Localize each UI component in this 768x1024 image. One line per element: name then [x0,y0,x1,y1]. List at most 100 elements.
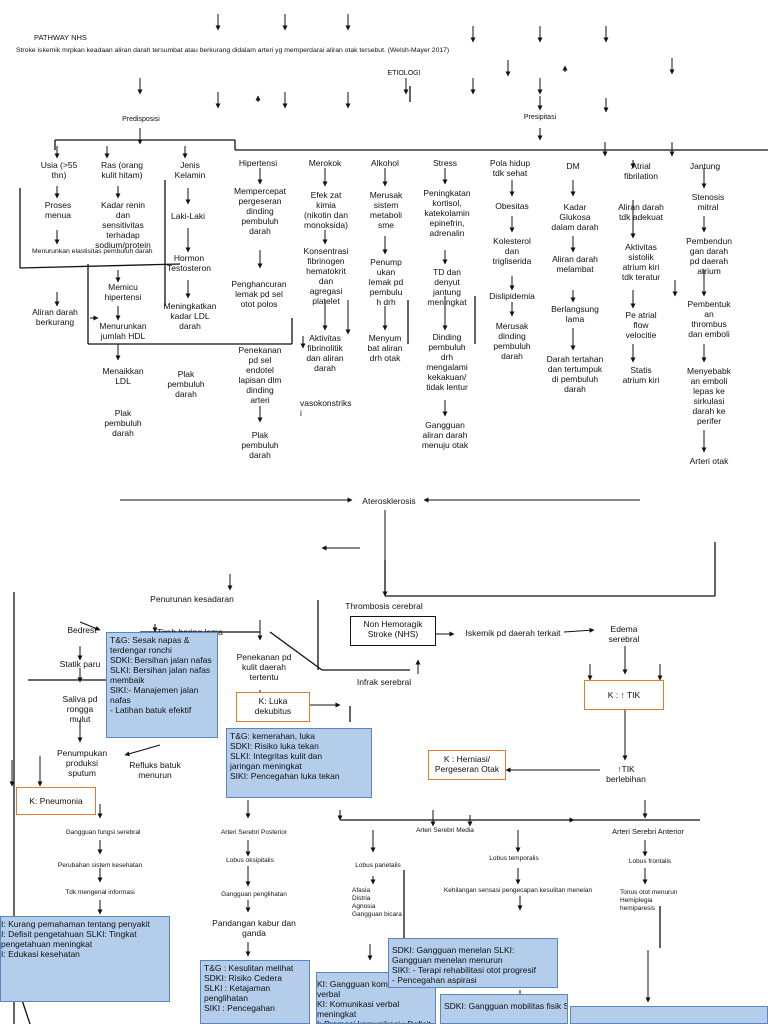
predisposisi-label: Predisposisi [122,116,160,123]
k-tik-box: K : ↑ TIK [584,680,664,710]
obesitas-node: Obesitas [495,201,529,211]
lobus-temporalis-node: Lobus temporalis [489,855,539,862]
mobilitas-fisik-box: SDKI: Gangguan mobilitas fisik SLKI: Mob… [440,994,568,1024]
menaikkan-ldl-node: Menaikkan LDL [102,366,144,386]
td-denyut-node: TD dan denyut jantung meningkat [427,267,467,307]
menurunkan-hdl-node: Menurunkan jumlah HDL [99,321,147,341]
aktivitas-fibrinolitik-node: Aktivitas fibrinolitik dan aliran darah [306,333,344,373]
penekanan-kulit-node: Penekanan pd kulit daerah tertentu [236,652,292,682]
pembendungan-node: Pembendun gan darah pd daerah atrium [686,236,732,276]
etiologi-label: ETIOLOGI [387,70,421,77]
memicu-hipertensi-node: Memicu hipertensi [104,282,142,302]
berlangsung-lama-node: Berlangsung lama [551,304,599,324]
definition-text: Stroke iskemik mrpkan keadaan aliran dar… [16,47,450,54]
hormon-testosteron-node: Hormon Testosteron [167,253,211,273]
arteri-anterior-node: Arteri Serebri Anterior [611,827,685,836]
gangguan-menelan-box: SDKI: Gangguan menelan SLKI: Gangguan me… [388,938,558,988]
merusak-dinding-node: Merusak dinding pembuluh darah [493,321,531,361]
pathway-title: PATHWAY NHS [34,33,87,42]
pembentukan-thrombus-node: Pembentuk an thrombus dan emboli [687,299,731,339]
lobus-oksipitalis-node: Lobus oksipitalis [226,857,274,864]
plak-hipertensi-node: Plak pembuluh darah [241,430,279,460]
merusak-metabolisme-node: Merusak sistem metaboli sme [369,190,403,230]
aktivitas-sistolik-node: Aktivitas sistolik atrium kiri tdk terat… [621,242,661,282]
dislipidemia-node: Dislipidemia [489,291,535,301]
proses-menua-node: Proses menua [44,200,72,220]
laki-laki-node: Laki-Laki [170,211,206,221]
aterosklerosis-node: Aterosklerosis [362,496,416,506]
kehilangan-sensasi-node: Kehilangan sensasi pengecapan kesulitan … [443,887,593,894]
non-hemoragik-box: Non Hemoragik Stroke (NHS) [350,616,436,646]
jenis-kelamin-node: Jenis Kelamin [174,160,206,180]
refluks-batuk-node: Refluks batuk menurun [129,760,181,780]
atrial-fibrilation-node: Atrial fibrilation [623,161,659,181]
aliran-tdk-adekuat-node: Aliran darah tdk adekuat [618,202,664,222]
lobus-parietalis-node: Lobus parietalis [355,862,401,869]
plak-ras-node: Plak pembuluh darah [104,408,142,438]
vasokonstriksi-node: vasokonstriks i [300,398,352,418]
luka-tekan-box: T&G: kemerahan, luka SDKI: Risiko luka t… [226,728,372,798]
lobus-frontalis-node: Lobus frontalis [628,858,672,865]
k-herniasi-box: K : Herniasi/ Pergeseran Otak [428,750,506,780]
k-luka-dekubitus-box: K: Luka dekubitus [236,692,310,722]
statis-atrium-node: Statis atrium kiri [622,365,660,385]
menyumbat-node: Menyum bat aliran drh otak [367,333,403,363]
penurunan-kesadaran-node: Penurunan kesadaran [150,594,234,604]
efek-zat-node: Efek zat kimia (nikotin dan monoksida) [304,190,348,230]
edema-node: Edema serebral [608,624,640,644]
penumpukan-sputum-node: Penumpukan produksi sputum [56,748,108,778]
infark-node: Infrak serebral [356,677,412,687]
plak-jk-node: Plak pembuluh darah [167,369,205,399]
bersihan-jalan-nafas-box: T&G: Sesak napas & terdengar ronchi SDKI… [106,632,218,738]
konsentrasi-node: Konsentrasi fibrinogen hematokrit dan ag… [303,246,349,306]
perubahan-sistem-node: Perubahan sistem kesehatan [57,862,143,869]
merokok-node: Merokok [308,158,342,168]
jantung-node: Jantung [689,161,721,171]
pola-hidup-node: Pola hidup tdk sehat [489,158,531,178]
penghancuran-node: Penghancuran lemak pd sel otot polos [231,279,287,309]
tik-berlebihan-node: ↑TIK berlebihan [606,764,646,784]
saliva-node: Saliva pd rongga mulut [62,694,98,724]
arteri-posterior-node: Arteri Serebri Posterior [220,829,288,836]
menurunkan-elastisitas-node: Menurunkan elastisitas pembuluh darah [32,248,153,255]
stenosis-mitral-node: Stenosis mitral [691,192,725,212]
afasia-node: Afasia Distria Agnosia Gangguan bicara [352,887,402,918]
kadar-renin-node: Kadar renin dan sensitivitas terhadap so… [95,200,151,250]
arteri-otak-node: Arteri otak [689,456,729,466]
meningkatkan-ldl-node: Meningkatkan kadar LDL darah [163,301,217,331]
aliran-melambat-node: Aliran darah melambat [552,254,598,274]
statik-paru-node: Statik paru [59,659,101,669]
thrombosis-node: Thrombosis cerebral [345,601,423,611]
kadar-glukosa-node: Kadar Glukosa dalam darah [551,202,599,232]
gangguan-aliran-node: Gangguan aliran darah menuju otak [421,420,469,450]
usia-node: Usia (>55 thn) [40,160,78,180]
ras-node: Ras (orang kulit hitam) [100,160,144,180]
pe-atrial-flow-node: Pe atrial flow velocitie [625,310,657,340]
tdk-mengenal-node: Tdk mengenal informasi [65,889,135,896]
risiko-cedera-box: T&G : Kesulitan melihat SDKI: Risiko Ced… [200,960,310,1024]
arteri-media-node: Arteri Serebri Media [416,827,474,834]
mempercepat-node: Mempercepat pergeseran dinding pembuluh … [234,186,286,236]
bedrest-node: Bedrest [67,625,97,635]
k-pneumonia-box: K: Pneumonia [16,787,96,815]
stress-node: Stress [432,158,458,168]
penekanan-sel-node: Penekanan pd sel endotel lapisan dlm din… [238,345,282,405]
iskemik-node: Iskemik pd daerah terkait [465,628,561,638]
alkohol-node: Alkohol [371,158,399,168]
dm-node: DM [566,161,580,171]
pandangan-kabur-node: Pandangan kabur dan ganda [212,918,296,938]
kolesterol-node: Kolesterol dan trigliserida [492,236,532,266]
presipitasi-label: Presipitasi [523,114,557,121]
penumpukan-lemak-node: Penump ukan lemak pd pembulu h drh [368,257,404,307]
aliran-darah-berkurang-node: Aliran darah berkurang [32,307,78,327]
hipertensi-node: Hipertensi [238,158,278,168]
defisit-pengetahuan-box: I: Kurang pemahaman tentang penyakit I: … [0,916,170,1002]
gangguan-penglihatan-node: Gangguan penglihatan [221,891,287,898]
kortisol-node: Peningkatan kortisol, katekolamin epinef… [423,188,471,238]
gangguan-fungsi-node: Gangguan fungsi serebral [65,829,141,836]
mobilitas-fisik-box-right [570,1006,768,1024]
tonus-otot-node: Tonus otot menurun Hemiplegia hemiparesi… [620,889,678,912]
darah-tertahan-node: Darah tertahan dan tertumpuk di pembuluh… [546,354,604,394]
